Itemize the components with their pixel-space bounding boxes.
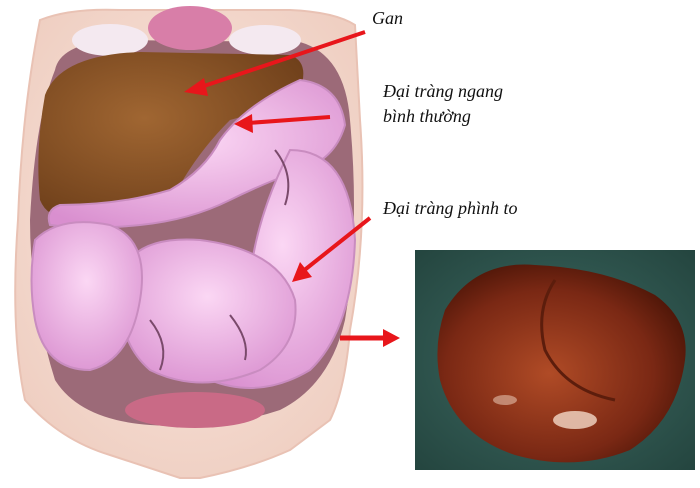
fat-left: [72, 24, 148, 56]
label-transverse-colon: Đại tràng ngang bình thường: [383, 79, 503, 129]
pelvis: [125, 392, 265, 428]
label-liver: Gan: [372, 6, 403, 31]
label-transverse-colon-line2: bình thường: [383, 104, 503, 129]
stomach-top: [148, 6, 232, 50]
fat-right: [229, 25, 301, 55]
photo-colon: [437, 265, 685, 463]
photo-highlight: [493, 395, 517, 405]
photo-highlight: [553, 411, 597, 429]
label-dilated-colon: Đại tràng phình to: [383, 196, 518, 221]
dilated-colon-photo: [415, 250, 695, 470]
label-transverse-colon-line1: Đại tràng ngang: [383, 79, 503, 104]
